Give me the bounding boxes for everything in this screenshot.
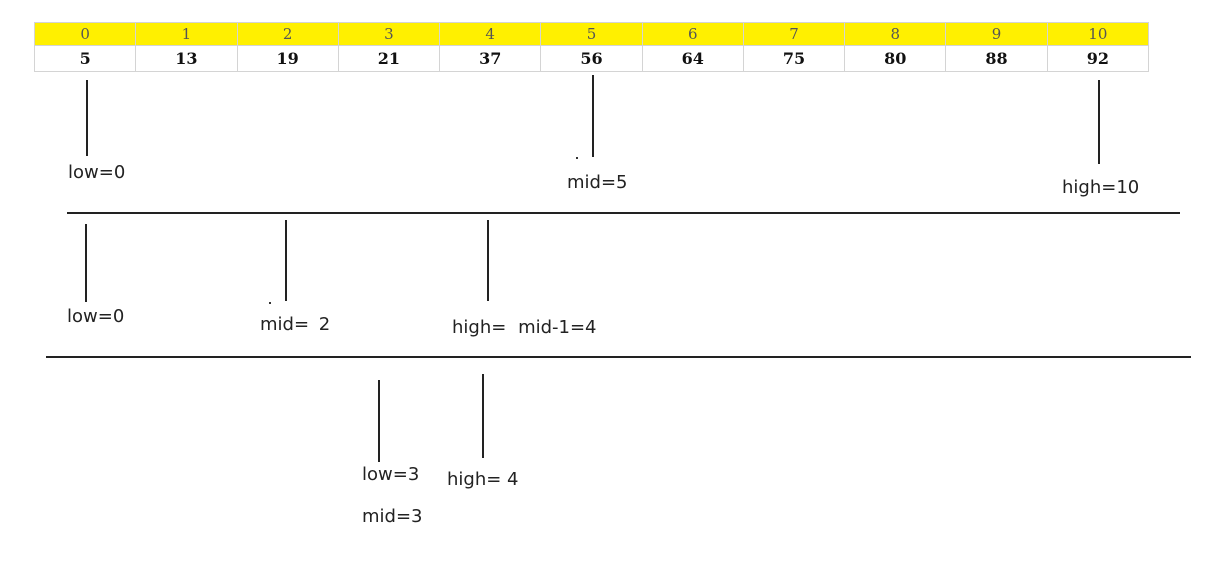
value-cell-7: 75 [742, 45, 846, 72]
value-cell-2: 19 [236, 45, 339, 72]
step1-mid-pointer [592, 75, 594, 157]
step1-low-label: low=0 [68, 162, 126, 183]
step3-mid-label: mid=3 [362, 506, 423, 527]
step2-high-label: high= mid-1=4 [452, 317, 597, 338]
step2-high-value: mid-1=4 [518, 317, 597, 338]
step2-low-label: low=0 [67, 306, 125, 327]
value-cell-4: 37 [439, 45, 542, 72]
value-cell-3: 21 [337, 45, 441, 72]
value-cell-1: 13 [135, 45, 238, 72]
step3-low-label: low=3 [362, 464, 420, 485]
index-cell-2: 2 [236, 22, 339, 46]
index-cell-1: 1 [135, 22, 238, 46]
index-cell-0: 0 [33, 22, 137, 46]
step3-high-pointer [482, 374, 484, 458]
index-cell-9: 9 [945, 22, 1048, 46]
step1-low-pointer [86, 80, 88, 156]
step3-low-pointer [378, 380, 380, 462]
index-cell-7: 7 [742, 22, 846, 46]
value-cell-10: 92 [1046, 45, 1150, 72]
step1-mid-dot [576, 157, 578, 159]
index-cell-4: 4 [439, 22, 542, 46]
step2-mid-label: mid= 2 [260, 314, 330, 335]
index-cell-8: 8 [844, 22, 947, 46]
step1-mid-label: mid=5 [567, 172, 628, 193]
step2-mid-value: 2 [318, 314, 331, 335]
value-cell-9: 88 [945, 45, 1048, 72]
step2-high-prefix: high= [452, 317, 507, 338]
step1-high-label: high=10 [1062, 177, 1140, 198]
index-cell-3: 3 [337, 22, 441, 46]
step2-mid-prefix: mid= [260, 314, 310, 335]
step2-mid-dot [269, 302, 271, 304]
value-cell-8: 80 [844, 45, 947, 72]
step2-high-pointer [487, 220, 489, 301]
step3-high-label: high= 4 [447, 469, 519, 490]
step2-low-pointer [85, 224, 87, 302]
index-cell-6: 6 [641, 22, 744, 46]
value-cell-0: 5 [33, 45, 137, 72]
step1-high-pointer [1098, 80, 1100, 164]
index-cell-10: 10 [1046, 22, 1150, 46]
step1-divider [67, 212, 1180, 214]
value-cell-5: 56 [540, 45, 643, 72]
index-cell-5: 5 [540, 22, 643, 46]
step2-divider [46, 356, 1191, 358]
value-cell-6: 64 [641, 45, 744, 72]
step2-mid-pointer [285, 220, 287, 301]
